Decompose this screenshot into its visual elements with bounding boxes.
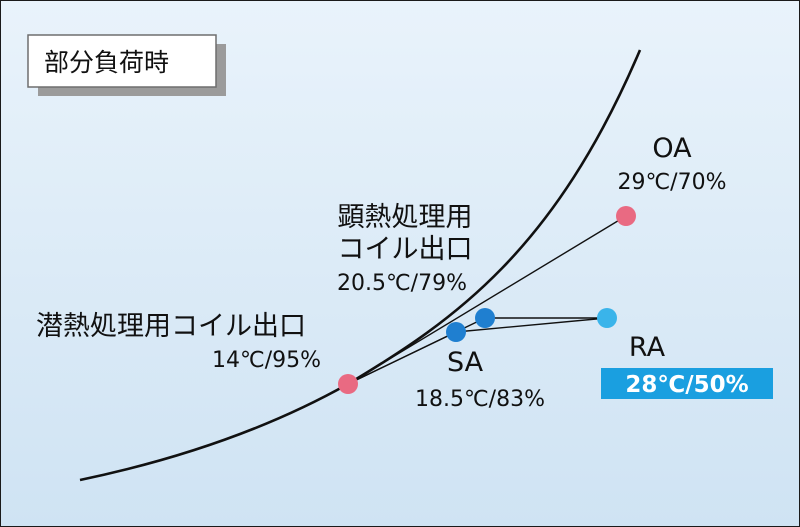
line-oa-to-latent-outlet [347, 215, 627, 385]
oa-label: OA [652, 133, 692, 164]
ra-point [597, 308, 617, 328]
diagram-title: 部分負荷時 [44, 48, 169, 77]
oa-value: 29℃/70% [617, 170, 726, 195]
sa-value: 18.5℃/83% [415, 387, 545, 412]
latent-coil-outlet-point [338, 374, 358, 394]
ra-value: 28℃/50% [625, 372, 748, 398]
sensible-coil-outlet-value: 20.5℃/79% [337, 271, 467, 296]
sensible-coil-outlet-point [475, 308, 495, 328]
title-box [27, 34, 217, 88]
latent-coil-outlet-label: 潜熱処理用コイル出口 [36, 311, 306, 342]
sa-label: SA [447, 347, 484, 378]
latent-coil-outlet-value: 14℃/95% [212, 348, 321, 373]
sa-point [446, 322, 466, 342]
saturation-curve [79, 49, 642, 482]
ra-value-highlight [601, 368, 773, 399]
sensible-coil-outlet-label-line1: 顕熱処理用 [338, 202, 473, 233]
ra-label: RA [629, 332, 666, 363]
sensible-coil-outlet-label-line2: コイル出口 [338, 234, 473, 265]
oa-point [616, 206, 636, 226]
line-sa-to-ra [455, 317, 608, 333]
